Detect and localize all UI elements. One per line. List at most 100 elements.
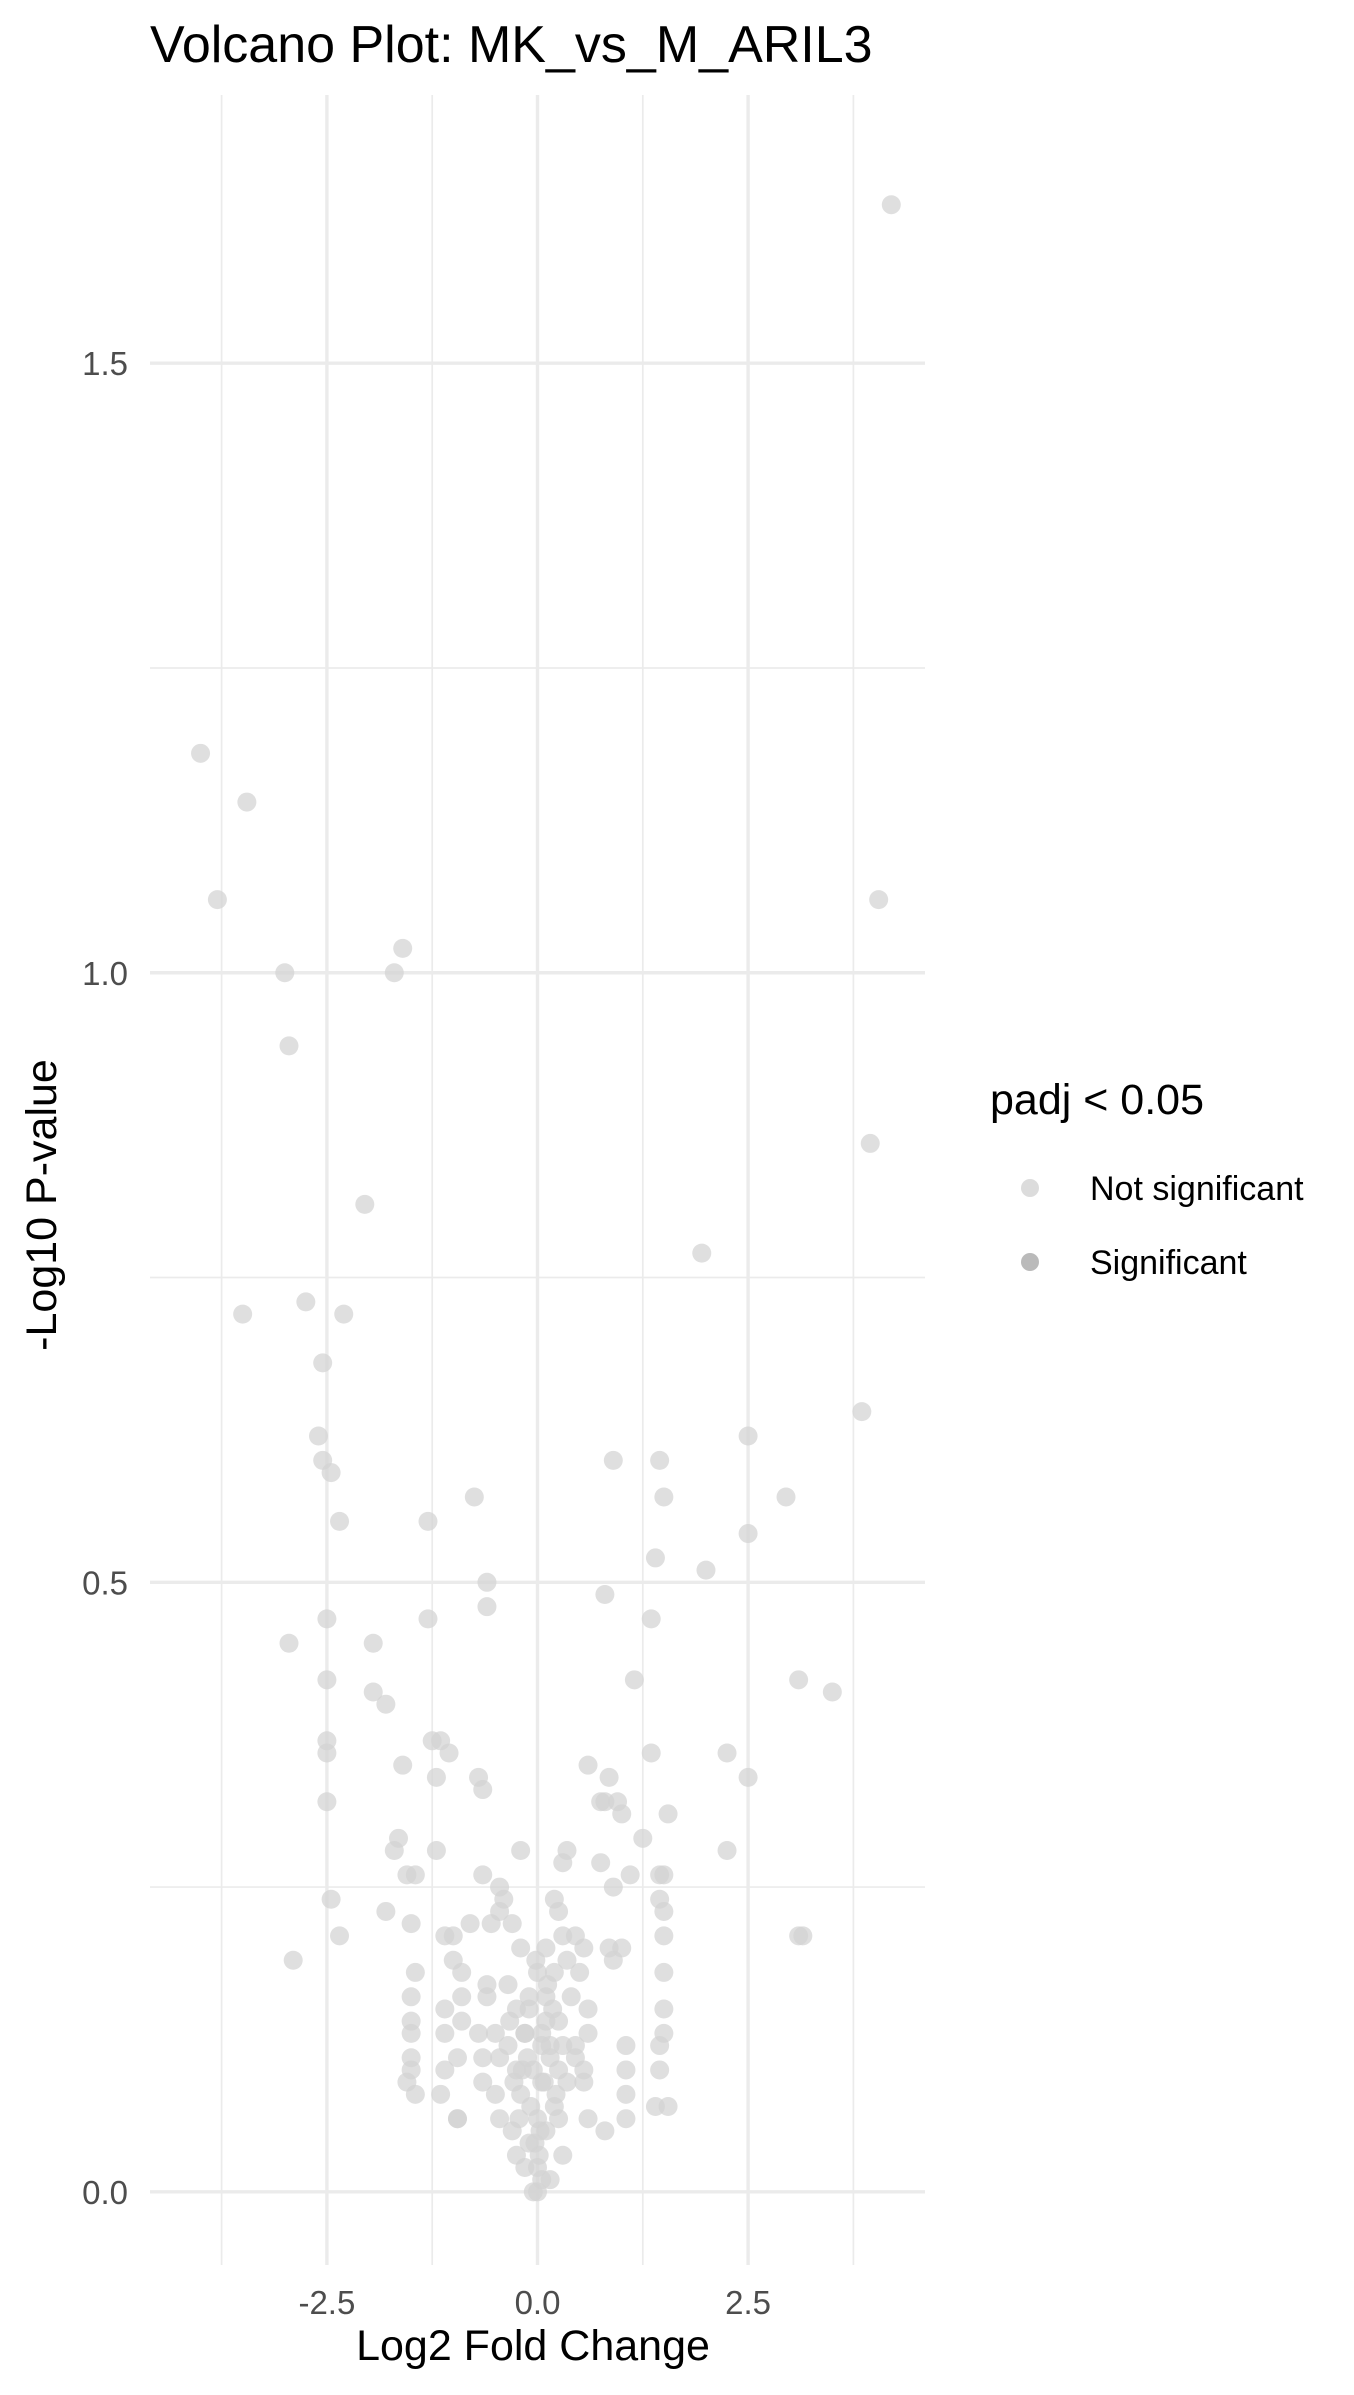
data-point	[595, 2121, 615, 2141]
data-point	[519, 1987, 539, 2007]
data-point	[477, 1572, 497, 1592]
data-point	[452, 2011, 472, 2031]
data-point	[603, 1950, 623, 1970]
data-point	[389, 1828, 409, 1848]
data-point	[376, 1694, 396, 1714]
x-tick-label: -2.5	[298, 2284, 355, 2321]
data-point	[717, 1743, 737, 1763]
data-point	[330, 1926, 350, 1946]
data-point	[435, 1999, 455, 2019]
x-tick-label: 0.0	[515, 2284, 561, 2321]
data-point	[538, 1975, 558, 1995]
data-point	[578, 2109, 598, 2129]
data-point	[485, 2023, 505, 2043]
data-point	[738, 1767, 758, 1787]
data-point	[521, 2097, 541, 2117]
data-point	[553, 2145, 573, 2165]
minor-gridlines	[150, 95, 925, 2265]
data-point	[658, 1804, 678, 1824]
data-point	[490, 1901, 510, 1921]
data-point	[363, 1633, 383, 1653]
data-point	[603, 1877, 623, 1897]
data-point	[860, 1133, 880, 1153]
y-tick-label: 0.0	[82, 2174, 128, 2211]
data-point	[641, 1609, 661, 1629]
data-point	[473, 1780, 493, 1800]
data-point	[317, 1743, 337, 1763]
data-point	[578, 2023, 598, 2043]
data-point	[654, 1926, 674, 1946]
x-axis-ticks: -2.5 0.0 2.5	[298, 2284, 771, 2321]
data-point	[574, 1938, 594, 1958]
data-point	[464, 1487, 484, 1507]
data-point	[283, 1950, 303, 1970]
data-point	[401, 1914, 421, 1934]
legend-title: padj < 0.05	[990, 1076, 1204, 1124]
data-point	[279, 1633, 299, 1653]
data-point	[599, 1767, 619, 1787]
data-point	[616, 2084, 636, 2104]
legend-label-not-significant: Not significant	[1090, 1170, 1304, 1208]
data-point	[376, 1901, 396, 1921]
data-point	[612, 1804, 632, 1824]
data-point	[789, 1670, 809, 1690]
data-point	[321, 1463, 341, 1483]
data-point	[439, 1743, 459, 1763]
data-point	[641, 1743, 661, 1763]
data-point	[490, 2109, 510, 2129]
data-point	[233, 1304, 253, 1324]
data-point	[504, 2072, 524, 2092]
data-point	[435, 2023, 455, 2043]
data-point	[502, 1914, 522, 1934]
data-point	[330, 1511, 350, 1531]
data-point	[405, 1865, 425, 1885]
data-point	[447, 2048, 467, 2068]
data-point	[543, 1999, 563, 2019]
data-point	[418, 1609, 438, 1629]
data-point	[473, 1865, 493, 1885]
data-point	[881, 195, 901, 215]
data-point	[654, 1487, 674, 1507]
data-point	[793, 1926, 813, 1946]
y-axis-ticks: 0.00.51.01.5	[82, 345, 128, 2211]
data-point	[452, 1962, 472, 1982]
data-point	[426, 1841, 446, 1861]
data-point	[485, 2084, 505, 2104]
data-point	[363, 1682, 383, 1702]
data-point	[557, 1950, 577, 1970]
data-point	[561, 1987, 581, 2007]
data-point	[515, 2023, 535, 2043]
data-point	[578, 1999, 598, 2019]
x-axis-title: Log2 Fold Change	[356, 2322, 710, 2370]
y-axis-title: -Log10 P-value	[18, 1059, 66, 1351]
data-point	[355, 1194, 375, 1214]
data-point	[500, 2011, 520, 2031]
legend-key-significant	[1021, 1253, 1039, 1271]
data-point	[654, 1865, 674, 1885]
data-point	[490, 2048, 510, 2068]
data-point	[447, 2109, 467, 2129]
data-point	[534, 2072, 554, 2092]
x-tick-label: 2.5	[725, 2284, 771, 2321]
data-point	[570, 1962, 590, 1982]
data-point	[405, 1962, 425, 1982]
data-point	[776, 1487, 796, 1507]
data-point	[654, 1999, 674, 2019]
data-point	[317, 1609, 337, 1629]
data-point	[595, 1584, 615, 1604]
data-point	[526, 1950, 546, 1970]
data-point	[511, 1938, 531, 1958]
data-point	[852, 1402, 872, 1422]
data-point	[553, 1853, 573, 1873]
data-point	[616, 2036, 636, 2056]
data-point	[654, 1901, 674, 1921]
data-point	[692, 1243, 712, 1263]
chart-title: Volcano Plot: MK_vs_M_ARIL3	[150, 16, 873, 74]
data-point	[578, 1755, 598, 1775]
data-point	[549, 1901, 569, 1921]
data-point	[279, 1036, 299, 1056]
legend: padj < 0.05 Not significant Significant	[990, 1076, 1304, 1282]
data-point	[696, 1560, 716, 1580]
data-point	[452, 1987, 472, 2007]
